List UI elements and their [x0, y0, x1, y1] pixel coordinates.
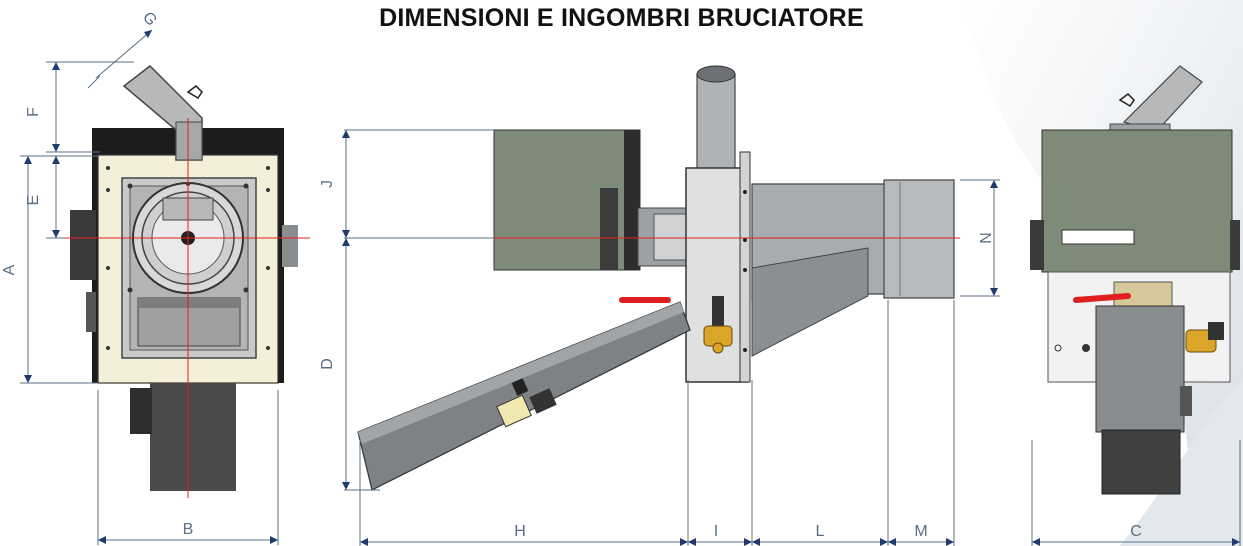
rear-dimensions [1031, 440, 1241, 546]
front-plate-bolts [106, 166, 270, 350]
side-inlet-pipe [696, 73, 736, 175]
dim-label-b: B [183, 521, 194, 538]
side-valve-stem [712, 296, 724, 328]
dim-label-d: D [319, 358, 336, 370]
rear-pipe-clamp [1118, 93, 1135, 108]
rear-control-box [1041, 129, 1233, 273]
dim-label-m: M [914, 523, 927, 540]
side-auger-connector [529, 388, 557, 414]
front-pipe-clamp [186, 85, 203, 100]
page-title: DIMENSIONI E INGOMBRI BRUCIATORE [379, 4, 864, 32]
dim-label-g: G [139, 9, 160, 29]
side-auger-top [358, 302, 684, 444]
rear-inlet-pipe [1122, 65, 1203, 133]
side-pipe-opening [696, 65, 736, 83]
front-left-clip [86, 292, 96, 332]
dim-label-f: F [25, 107, 42, 117]
side-valve-nut [712, 342, 724, 354]
side-feeder-auger [357, 301, 691, 491]
front-lower-lip [138, 298, 240, 308]
rear-right-terminal [1230, 220, 1240, 270]
rear-display-window [1061, 229, 1135, 245]
rear-red-handle [1073, 293, 1131, 303]
front-pipe-neck [175, 121, 203, 161]
rear-left-terminal [1030, 220, 1044, 270]
dim-label-l: L [816, 523, 825, 540]
side-terminal-strip [600, 188, 618, 270]
side-flange [739, 151, 751, 383]
front-left-stub [70, 210, 96, 280]
side-box-edge [624, 130, 640, 270]
side-dimensions [344, 129, 1000, 546]
rear-dimension-arrows [1032, 538, 1240, 546]
side-control-box [493, 129, 641, 271]
side-support-bracket [751, 247, 869, 357]
side-auger-switch [511, 378, 529, 396]
dim-label-c: C [1130, 523, 1142, 540]
side-dimension-arrows [342, 130, 998, 546]
side-fan-cap [653, 213, 689, 261]
rear-feeder-motor [1101, 429, 1181, 495]
rear-view [1030, 65, 1240, 495]
dim-label-n: N [976, 232, 993, 244]
dim-label-a: A [1, 264, 18, 275]
side-view [357, 65, 960, 491]
rear-auger-body [1095, 305, 1185, 433]
dim-label-j: J [319, 180, 336, 188]
rear-plate-bolt [1082, 344, 1090, 352]
front-right-stub [282, 225, 298, 267]
side-flange-bolts [743, 190, 747, 352]
front-feeder-motor [130, 388, 152, 434]
dim-label-i: I [714, 523, 718, 540]
front-feeder-body [150, 383, 236, 491]
dim-label-e: E [25, 195, 42, 206]
rear-side-clip [1180, 386, 1192, 416]
rear-valve-connector [1208, 322, 1224, 340]
front-dimensions [20, 29, 279, 545]
front-view [62, 65, 310, 498]
rear-plate-hole [1054, 344, 1062, 352]
front-dimension-arrows [24, 30, 278, 544]
front-flange-bolts [127, 182, 249, 293]
side-auger-label [496, 394, 532, 428]
dim-label-h: H [514, 523, 526, 540]
side-burner-head [883, 179, 955, 299]
